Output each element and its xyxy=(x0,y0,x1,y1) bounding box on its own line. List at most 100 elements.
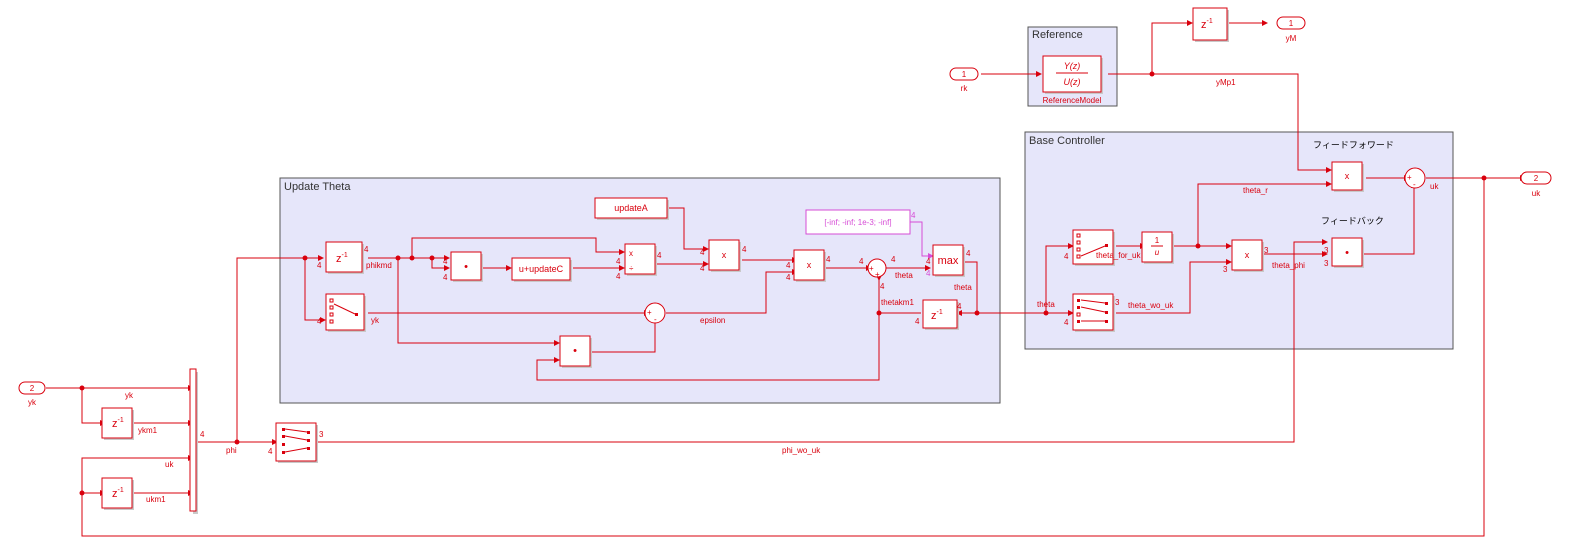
svg-text:epsilon: epsilon xyxy=(700,316,725,325)
svg-text:yk: yk xyxy=(371,316,380,325)
svg-text:4: 4 xyxy=(966,249,971,258)
svg-text:4: 4 xyxy=(317,261,322,270)
svg-text:theta_wo_uk: theta_wo_uk xyxy=(1128,301,1174,310)
port-number: 1 xyxy=(962,70,967,79)
selector-icon xyxy=(1076,233,1108,259)
svg-text:4: 4 xyxy=(616,257,621,266)
svg-text:phi_wo_uk: phi_wo_uk xyxy=(782,446,821,455)
svg-text:4: 4 xyxy=(742,245,747,254)
svg-text:4: 4 xyxy=(657,251,662,260)
outport-yM[interactable]: 1 yM xyxy=(1276,16,1306,43)
svg-text:yMp1: yMp1 xyxy=(1216,78,1236,87)
selector-yk[interactable] xyxy=(325,293,366,332)
svg-text:4: 4 xyxy=(911,211,916,220)
svg-text:x: x xyxy=(629,249,633,258)
svg-text:u+updateC: u+updateC xyxy=(519,264,564,274)
max-block[interactable]: max xyxy=(932,244,965,277)
svg-text:4: 4 xyxy=(926,257,931,266)
svg-text:updateA: updateA xyxy=(614,203,648,213)
reciprocal-block[interactable]: 1 u xyxy=(1141,231,1174,264)
junction-dots xyxy=(79,71,1487,496)
svg-text:theta_phi: theta_phi xyxy=(1272,261,1305,270)
product-feedforward[interactable]: x xyxy=(1331,161,1364,192)
svg-text:theta: theta xyxy=(1037,300,1055,309)
product-block-2[interactable]: x xyxy=(793,249,826,282)
svg-text:4: 4 xyxy=(700,264,705,273)
sum-uk[interactable]: + - xyxy=(1404,167,1426,189)
svg-text:u: u xyxy=(1155,248,1160,257)
svg-text:z-1: z-1 xyxy=(931,309,943,322)
svg-text:4: 4 xyxy=(443,273,448,282)
unit-delay-ykm1[interactable]: z-1 xyxy=(101,407,134,440)
dot-product-feedback[interactable]: • xyxy=(1331,237,1364,268)
svg-text:thetakm1: thetakm1 xyxy=(881,298,914,307)
svg-text:•: • xyxy=(1345,247,1349,259)
selector-icon xyxy=(329,298,358,324)
svg-text:4: 4 xyxy=(859,257,864,266)
svg-text:phikmd: phikmd xyxy=(366,261,392,270)
svg-text:x: x xyxy=(722,250,727,260)
selector-icon xyxy=(1076,299,1108,323)
unit-delay-thetakm1[interactable]: z-1 xyxy=(922,299,959,330)
svg-text:4: 4 xyxy=(268,447,273,456)
feedforward-label: フィードフォワード xyxy=(1313,141,1394,151)
subsystem-title: Reference xyxy=(1032,29,1083,41)
inport-rk[interactable]: 1 rk xyxy=(949,67,979,93)
svg-text:4: 4 xyxy=(1064,318,1069,327)
product-block-1[interactable]: x xyxy=(708,239,741,272)
svg-text:uk: uk xyxy=(165,460,174,469)
product-theta-r[interactable]: x xyxy=(1231,239,1264,272)
svg-text:3: 3 xyxy=(1115,298,1120,307)
lower-bound-constant[interactable]: [-inf; -inf; 1e-3; -inf] xyxy=(805,209,911,235)
svg-text:ReferenceModel: ReferenceModel xyxy=(1043,96,1102,105)
unit-delay-yM[interactable]: z-1 xyxy=(1192,7,1229,42)
svg-text:x: x xyxy=(807,260,812,270)
svg-text:4: 4 xyxy=(957,302,962,311)
svg-text:Y(z): Y(z) xyxy=(1064,61,1081,71)
svg-text:•: • xyxy=(573,345,577,357)
svg-text:4: 4 xyxy=(317,317,322,326)
selector-theta-for-uk[interactable] xyxy=(1072,229,1115,266)
dot-product-epsilon[interactable]: • xyxy=(559,335,592,368)
port-number: 1 xyxy=(1289,19,1294,28)
bias-updateC-block[interactable]: u+updateC xyxy=(511,257,572,282)
svg-text:x: x xyxy=(1345,171,1350,181)
svg-text:z-1: z-1 xyxy=(112,487,124,500)
svg-text:4: 4 xyxy=(364,245,369,254)
port-number: 2 xyxy=(1534,174,1539,183)
dimension-labels: 4 4 3 4 4 4 4 4 4 4 4 4 4 4 4 4 4 4 4 4 … xyxy=(200,211,1329,456)
sum-theta[interactable]: + + xyxy=(867,258,887,279)
svg-text:theta: theta xyxy=(954,283,972,292)
svg-text:3: 3 xyxy=(1223,265,1228,274)
subsystem-title: Update Theta xyxy=(284,181,351,193)
svg-text:max: max xyxy=(938,255,959,267)
unit-delay-ukm1[interactable]: z-1 xyxy=(101,477,134,510)
svg-text:4: 4 xyxy=(1064,252,1069,261)
updateA-constant[interactable]: updateA xyxy=(594,197,669,220)
dot-product-block[interactable]: • xyxy=(450,251,483,282)
unit-delay-phikmd[interactable]: z-1 xyxy=(325,241,364,274)
svg-text:z-1: z-1 xyxy=(112,417,124,430)
svg-text:yk: yk xyxy=(125,391,134,400)
svg-text:3: 3 xyxy=(1264,246,1269,255)
svg-text:[-inf; -inf; 1e-3; -inf]: [-inf; -inf; 1e-3; -inf] xyxy=(824,218,891,227)
svg-text:3: 3 xyxy=(319,430,324,439)
port-name: yM xyxy=(1286,34,1297,43)
svg-text:4: 4 xyxy=(891,255,896,264)
port-name: uk xyxy=(1532,189,1541,198)
selector-phi-wo-uk[interactable] xyxy=(275,422,318,463)
sum-epsilon[interactable]: + - xyxy=(644,302,666,324)
divide-block[interactable]: x ÷ xyxy=(624,243,657,276)
mux-block[interactable] xyxy=(189,368,198,514)
svg-text:U(z): U(z) xyxy=(1064,77,1081,87)
port-number: 2 xyxy=(30,384,35,393)
svg-text:-: - xyxy=(1413,180,1416,189)
outport-uk[interactable]: 2 uk xyxy=(1520,171,1552,198)
selector-theta-wo-uk[interactable] xyxy=(1072,293,1115,332)
svg-text:+: + xyxy=(875,270,880,279)
svg-text:4: 4 xyxy=(700,248,705,257)
reference-model-tf[interactable]: Y(z) U(z) ReferenceModel xyxy=(1042,55,1103,105)
svg-text:theta_r: theta_r xyxy=(1243,186,1268,195)
selector-icon xyxy=(282,428,310,454)
inport-yk[interactable]: 2 yk xyxy=(18,381,46,407)
